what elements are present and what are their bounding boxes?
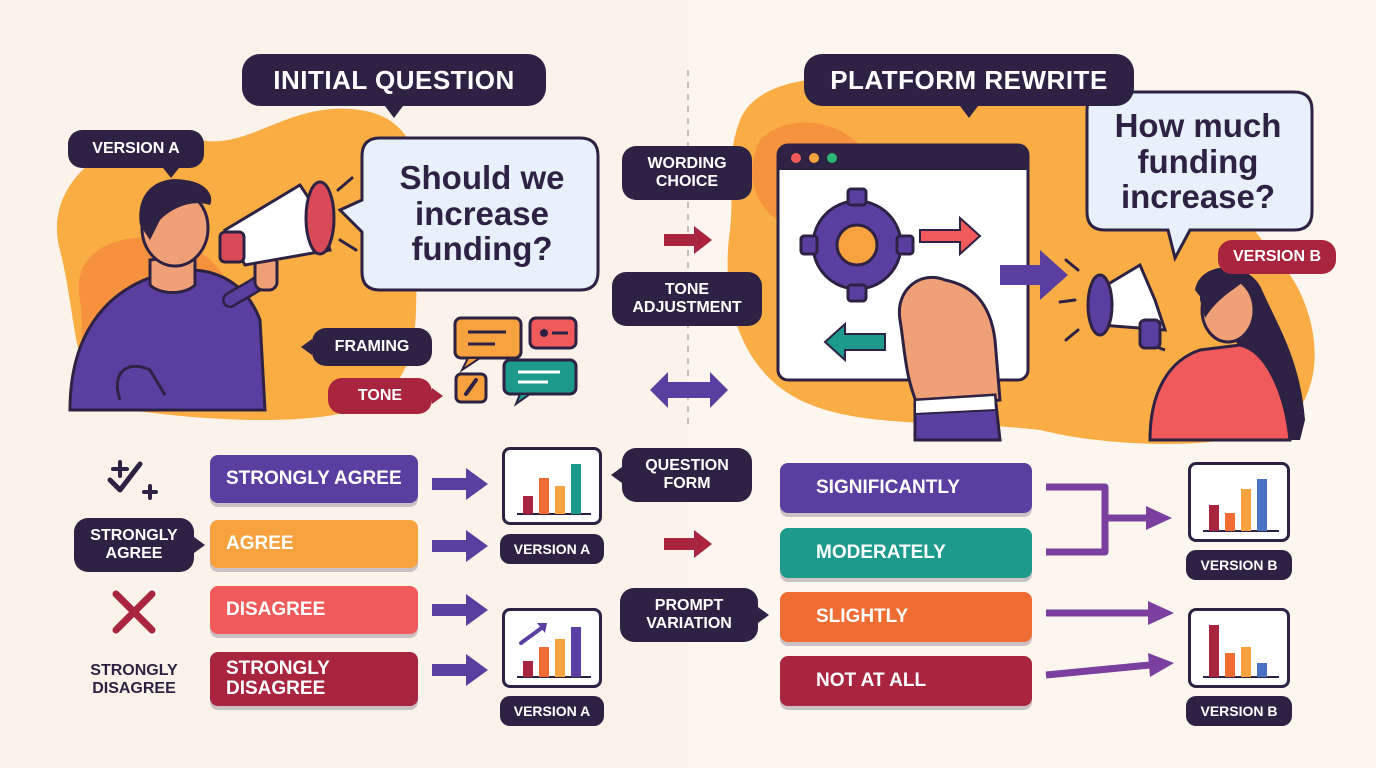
version-b-tag: VERSION B	[1218, 240, 1336, 274]
arrow-double	[650, 372, 728, 408]
initial-question-title: INITIAL QUESTION	[242, 54, 546, 118]
right-scale-arrowheads	[1146, 506, 1174, 677]
option-slightly[interactable]: SLIGHTLY	[780, 592, 1032, 642]
platform-rewrite-title: PLATFORM REWRITE	[804, 54, 1134, 118]
strongly-disagree-side-label: STRONGLY DISAGREE	[90, 662, 178, 697]
arrow-right-2	[664, 530, 712, 558]
version-a-tag: VERSION A	[68, 130, 204, 178]
option-strongly-disagree[interactable]: STRONGLY DISAGREE	[210, 652, 418, 706]
mini-chart-version-b-bottom	[1188, 608, 1290, 688]
chart-tag-version-a-top: VERSION A	[500, 534, 604, 564]
option-agree[interactable]: AGREE	[210, 520, 418, 568]
right-question-text: How much funding increase?	[1114, 107, 1282, 216]
left-question-text: Should we increase funding?	[399, 159, 565, 268]
tone-label: TONE	[328, 378, 443, 414]
left-person-illustration	[68, 176, 364, 412]
chart-tag-version-b-top: VERSION B	[1186, 550, 1292, 580]
chat-bubble-icons	[453, 316, 578, 407]
wording-choice-label: WORDING CHOICE	[622, 146, 752, 200]
left-scale-arrows	[432, 468, 488, 686]
left-speech-bubble-shape	[337, 136, 600, 292]
browser-window-illustration	[776, 143, 1030, 442]
arrow-right-1	[664, 226, 712, 254]
question-form-label: QUESTION FORM	[611, 448, 752, 502]
chart-tag-version-b-bottom: VERSION B	[1186, 696, 1292, 726]
tone-adjustment-label: TONE ADJUSTMENT	[612, 272, 762, 326]
framing-label: FRAMING	[301, 328, 432, 366]
mini-chart-version-b-top	[1188, 462, 1290, 542]
option-significantly[interactable]: SIGNIFICANTLY	[780, 463, 1032, 513]
cross-icon	[112, 590, 156, 634]
option-moderately[interactable]: MODERATELY	[780, 528, 1032, 578]
mini-chart-version-a-top	[502, 447, 602, 525]
check-plus-icon	[107, 460, 158, 500]
right-scale-connectors	[1045, 483, 1151, 679]
chart-tag-version-a-bottom: VERSION A	[500, 696, 604, 726]
option-not-at-all[interactable]: NOT AT ALL	[780, 656, 1032, 706]
gear-icon	[799, 187, 915, 303]
strongly-agree-side-label: STRONGLY AGREE	[74, 518, 205, 572]
mini-chart-version-a-bottom	[502, 608, 602, 688]
option-disagree[interactable]: DISAGREE	[210, 586, 418, 634]
middle-arrows	[650, 226, 728, 558]
prompt-variation-label: PROMPT VARIATION	[620, 588, 769, 642]
arrow-to-person	[1000, 250, 1068, 300]
right-person-illustration	[1058, 258, 1305, 442]
option-strongly-agree[interactable]: STRONGLY AGREE	[210, 455, 418, 503]
